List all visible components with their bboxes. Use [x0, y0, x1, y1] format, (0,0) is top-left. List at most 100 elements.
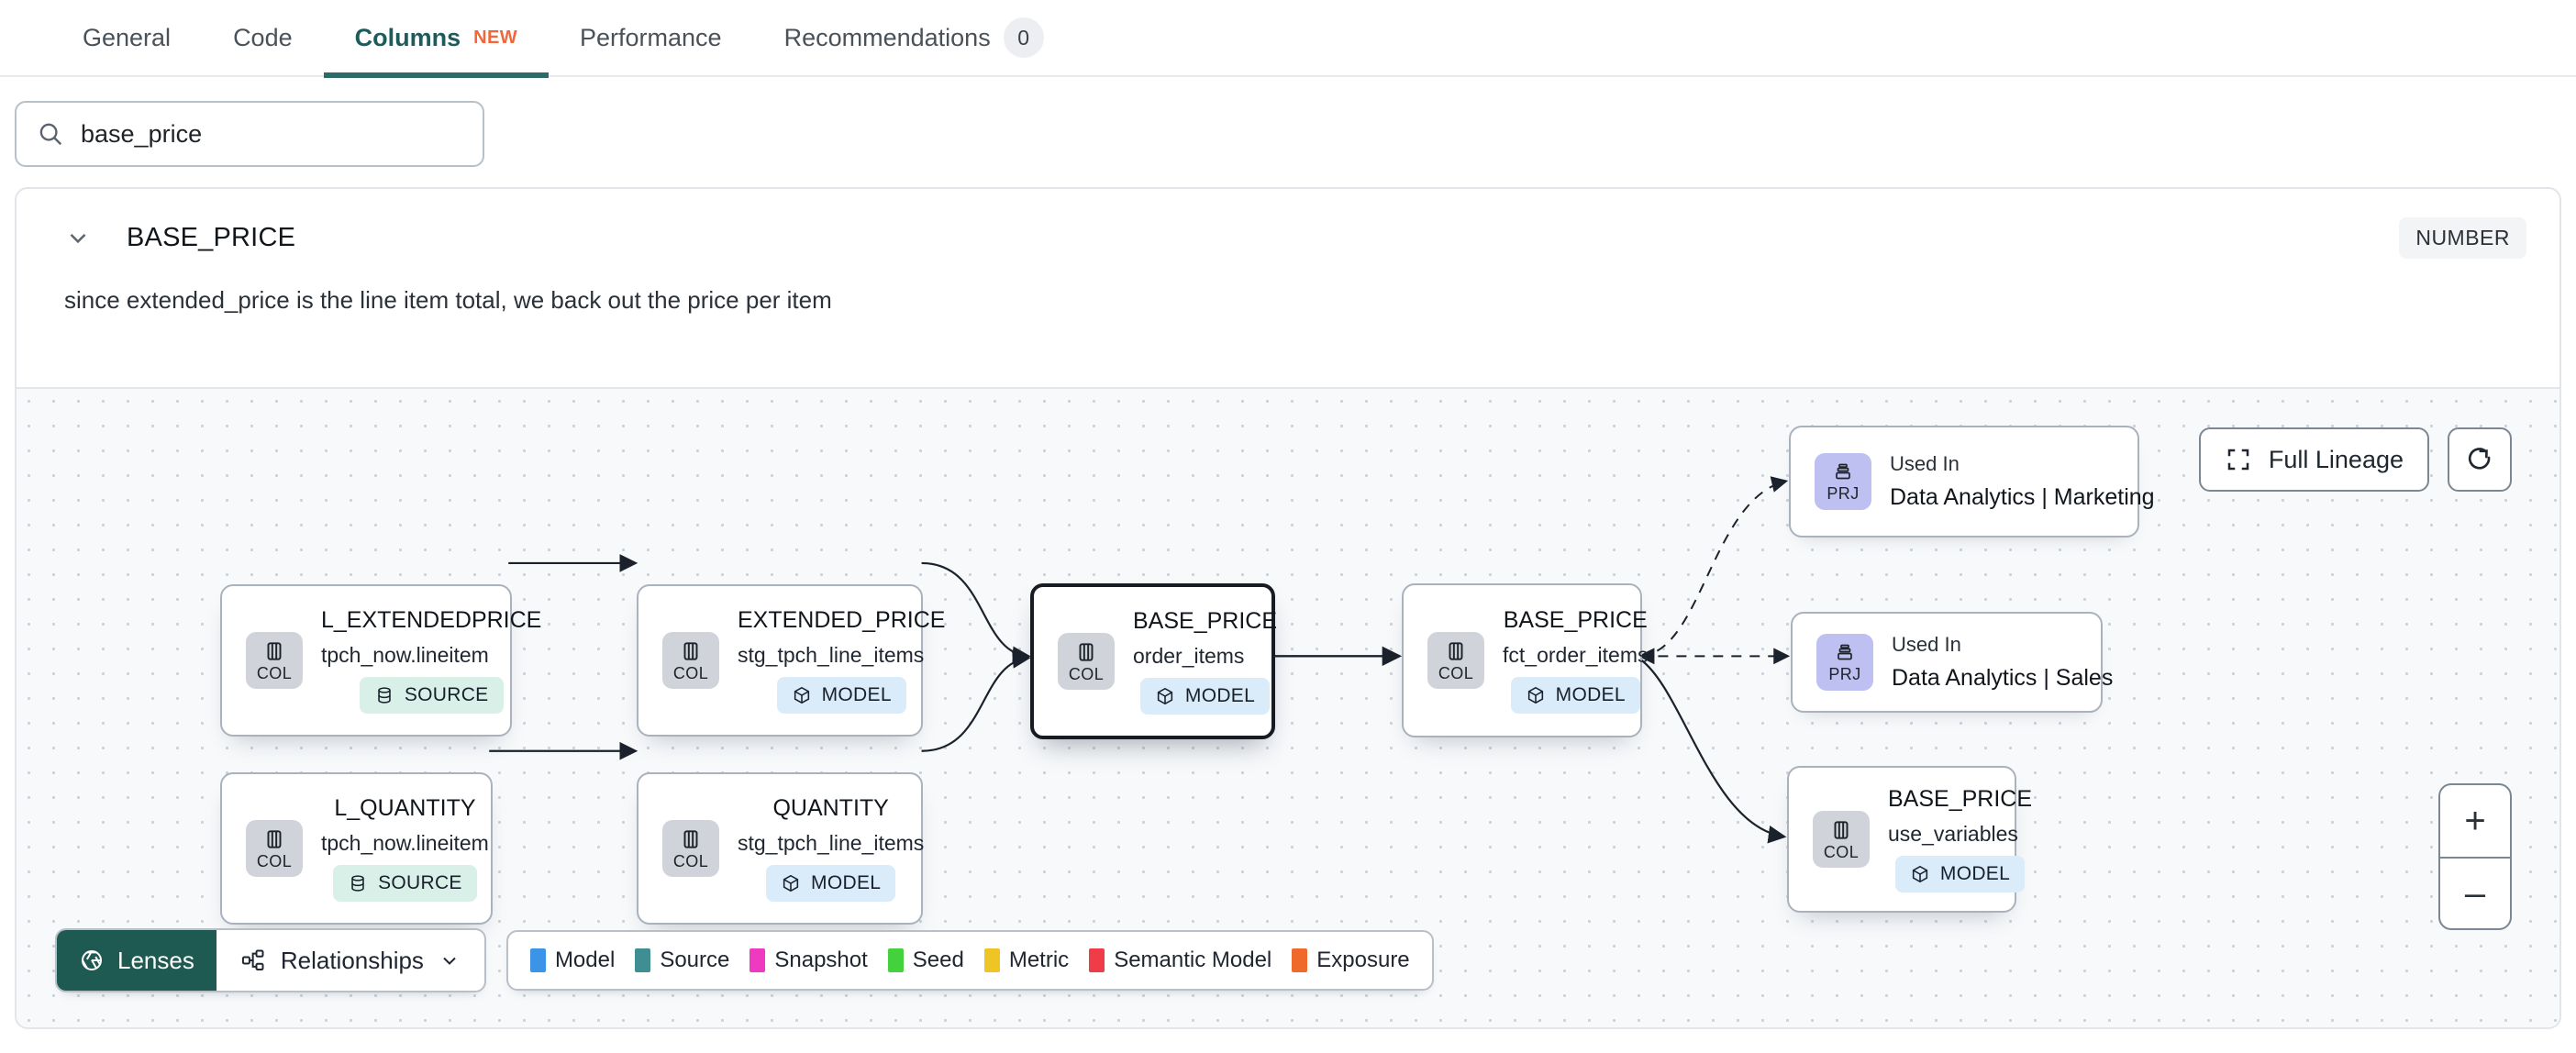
tab-label: Columns	[354, 23, 461, 51]
column-icon	[1079, 643, 1094, 661]
tab-bar: General Code Columns NEW Performance Rec…	[0, 0, 2576, 78]
node-badge-wrap: MODEL	[1133, 678, 1277, 715]
aperture-icon	[81, 949, 103, 971]
legend-swatch	[1292, 948, 1308, 972]
legend-swatch	[1089, 948, 1105, 972]
node-kind-badge: COL	[1427, 632, 1484, 689]
node-kind-label: COL	[256, 852, 293, 870]
node-type-badge: SOURCE	[359, 677, 504, 714]
node-kind-badge: COL	[662, 820, 719, 877]
node-subtitle: stg_tpch_line_items	[738, 643, 925, 667]
node-kind-label: COL	[1823, 843, 1860, 861]
relationships-icon	[241, 949, 264, 971]
tab-columns[interactable]: Columns NEW	[323, 0, 550, 78]
column-icon	[683, 830, 698, 848]
column-icon	[1834, 821, 1849, 839]
cube-icon	[1527, 686, 1543, 704]
column-icon	[267, 830, 282, 848]
lineage-node-project-sales[interactable]: PRJ Used In Data Analytics | Sales	[1791, 612, 2113, 713]
cube-icon	[783, 874, 799, 892]
tab-label: Code	[233, 23, 293, 51]
node-type-badge: MODEL	[1510, 677, 1640, 714]
edge-n4-n5	[921, 650, 1031, 752]
lenses-button[interactable]: Lenses	[57, 930, 217, 991]
legend-swatch	[983, 948, 1000, 972]
lineage-node-base-price-use-variables[interactable]: COL BASE_PRICE use_variables MODEL	[1787, 766, 2032, 913]
search-box[interactable]	[15, 101, 484, 167]
node-kind-label: PRJ	[1827, 484, 1860, 503]
edge-n6-n7	[1638, 658, 1787, 844]
column-description: since extended_price is the line item to…	[64, 286, 832, 314]
column-icon	[683, 642, 698, 660]
lineage-legend: Model Source Snapshot Seed Metric	[505, 930, 1434, 991]
node-badge-wrap: SOURCE	[321, 865, 489, 902]
search-input[interactable]	[81, 119, 462, 149]
relationships-dropdown[interactable]: Relationships	[217, 930, 484, 991]
node-body: BASE_PRICE use_variables MODEL	[1870, 786, 2054, 892]
node-badge-label: MODEL	[1184, 685, 1256, 706]
tab-general[interactable]: General	[51, 0, 202, 76]
legend-item-metric: Metric	[983, 948, 1070, 973]
column-icon	[267, 642, 282, 660]
node-name: BASE_PRICE	[1888, 786, 2033, 812]
lineage-node-quantity[interactable]: COL QUANTITY stg_tpch_line_items MODEL	[637, 772, 924, 925]
search-icon	[39, 123, 62, 146]
tab-recommendations[interactable]: Recommendations 0	[753, 0, 1075, 76]
zoom-in-button[interactable]: +	[2464, 800, 2486, 841]
legend-label: Metric	[1008, 948, 1070, 972]
column-icon	[1449, 642, 1463, 660]
tab-code[interactable]: Code	[202, 0, 324, 76]
column-header: BASE_PRICE NUMBER	[17, 189, 2559, 286]
node-body: BASE_PRICE order_items MODEL	[1115, 608, 1299, 715]
node-badge-label: MODEL	[811, 872, 882, 893]
node-badge-wrap: MODEL	[1503, 677, 1649, 714]
search-row	[0, 77, 2576, 187]
node-name: EXTENDED_PRICE	[738, 607, 946, 633]
node-name: QUANTITY	[772, 795, 889, 821]
node-name: L_QUANTITY	[334, 795, 476, 821]
node-name: BASE_PRICE	[1133, 608, 1278, 634]
node-body: L_EXTENDEDPRICE tpch_now.lineitem SOURCE	[303, 607, 563, 714]
legend-item-snapshot: Snapshot	[749, 948, 868, 973]
node-badge-wrap: MODEL	[738, 865, 924, 902]
node-kind-label: PRJ	[1828, 665, 1861, 683]
recommendations-count-badge: 0	[1003, 17, 1044, 58]
node-kind-label: COL	[1438, 664, 1474, 682]
node-badge-wrap: MODEL	[738, 677, 945, 714]
lineage-canvas[interactable]: COL L_EXTENDEDPRICE tpch_now.lineitem SO…	[17, 387, 2559, 1027]
cube-icon	[794, 686, 809, 704]
refresh-button[interactable]	[2448, 427, 2512, 492]
database-icon	[351, 875, 364, 892]
legend-label: Model	[554, 948, 616, 972]
zoom-out-button[interactable]: –	[2440, 857, 2510, 928]
tab-performance[interactable]: Performance	[549, 0, 753, 76]
lineage-node-extended-price[interactable]: COL EXTENDED_PRICE stg_tpch_line_items M…	[637, 584, 945, 737]
canvas-top-controls: Full Lineage	[2198, 427, 2512, 492]
node-kind-label: COL	[1068, 665, 1105, 683]
node-subtitle: tpch_now.lineitem	[321, 831, 489, 855]
lineage-node-l-extendedprice[interactable]: COL L_EXTENDEDPRICE tpch_now.lineitem SO…	[220, 584, 541, 737]
lineage-edges	[489, 476, 1791, 844]
node-body: Used In Data Analytics | Sales	[1873, 633, 2135, 692]
lineage-node-l-quantity[interactable]: COL L_QUANTITY tpch_now.lineitem SOURCE	[220, 772, 493, 925]
project-icon	[1838, 644, 1852, 660]
lineage-node-base-price-order-items[interactable]: COL BASE_PRICE order_items MODEL	[1030, 583, 1277, 739]
node-name: L_EXTENDEDPRICE	[321, 607, 542, 633]
full-lineage-button[interactable]: Full Lineage	[2198, 427, 2429, 492]
cube-icon	[1912, 865, 1928, 883]
edge-n6-p1	[1639, 476, 1789, 658]
node-badge-wrap: SOURCE	[321, 677, 541, 714]
node-kind-badge: COL	[1813, 811, 1870, 868]
zoom-controls: + –	[2438, 783, 2512, 930]
lineage-node-base-price-fct-order-items[interactable]: COL BASE_PRICE fct_order_items MODEL	[1402, 583, 1649, 737]
legend-item-semantic-model: Semantic Model	[1089, 948, 1271, 973]
legend-swatch	[749, 948, 766, 972]
project-icon	[1836, 463, 1850, 480]
node-subtitle: order_items	[1133, 644, 1245, 668]
node-kind-badge: COL	[1058, 633, 1115, 690]
lineage-node-project-marketing[interactable]: PRJ Used In Data Analytics | Marketing	[1789, 426, 2155, 538]
project-used-in-label: Used In	[1892, 633, 1961, 656]
database-icon	[378, 687, 391, 704]
node-kind-badge: COL	[246, 632, 303, 689]
chevron-down-icon[interactable]	[64, 224, 92, 251]
